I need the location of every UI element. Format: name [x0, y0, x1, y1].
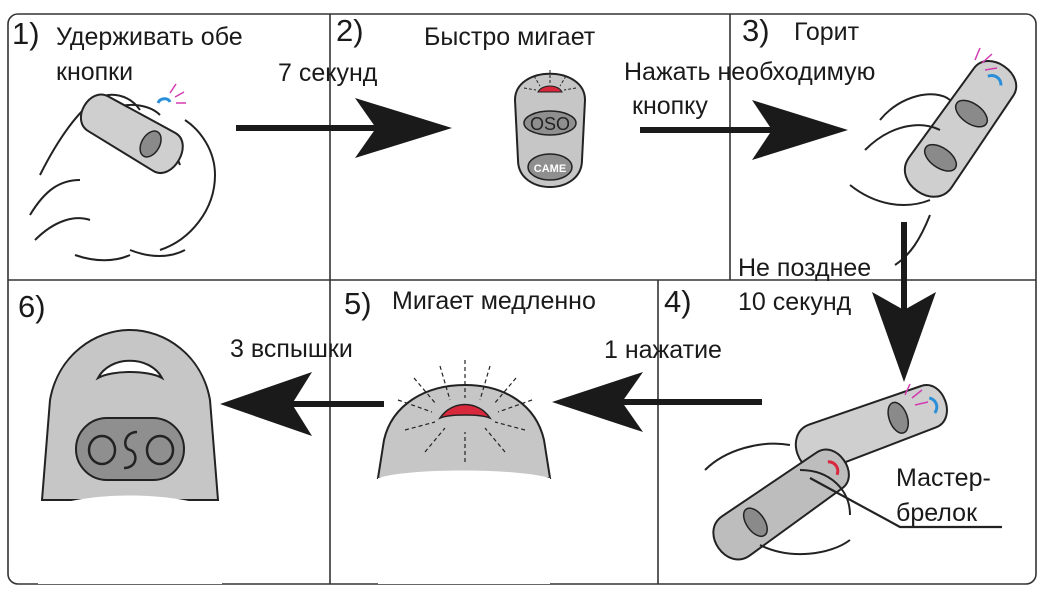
master-remote-label-line2: брелок	[896, 499, 978, 527]
step-2-number: 2)	[336, 13, 364, 48]
transition-deadline-line2: 10 секунд	[738, 288, 852, 316]
step-5-text: Мигает медленно	[392, 287, 596, 315]
transition-three-flashes: 3 вспышки	[230, 335, 353, 363]
remote-brand-label: CAME	[534, 163, 566, 175]
arrow-step3-to-step4	[872, 222, 936, 382]
transition-press-button-line2: кнопку	[632, 92, 708, 120]
arrow-step5-to-step6	[220, 372, 384, 436]
transition-deadline-line1: Не позднее	[738, 254, 872, 282]
step-5-number: 5)	[344, 286, 372, 321]
master-remote-illustration	[704, 383, 1002, 561]
remote-fast-blink-illustration: OSO CAME	[513, 70, 587, 188]
transition-press-button-line1: Нажать необходимую	[624, 58, 876, 86]
arrow-step2-to-step3	[640, 100, 848, 160]
step-2-text: Быстро мигает	[424, 23, 596, 51]
arrow-step4-to-step5	[552, 372, 762, 432]
press-button-illustration	[849, 47, 1017, 266]
hand-holding-remote-illustration	[29, 83, 217, 262]
transition-7-seconds: 7 секунд	[278, 59, 378, 87]
arrow-step1-to-step2	[236, 98, 452, 158]
step-1-text-line1: Удерживать обе	[56, 23, 243, 51]
transition-one-press: 1 нажатие	[604, 336, 722, 364]
step-1-number: 1)	[12, 16, 40, 51]
step-4-number: 4)	[664, 284, 692, 319]
master-remote-label-line1: Мастер-	[896, 464, 991, 492]
remote-top-logo-illustration	[38, 328, 222, 584]
step-1-text-line2: кнопки	[56, 58, 134, 86]
remote-top-slow-blink-illustration	[376, 360, 552, 584]
step-6-number: 6)	[18, 289, 46, 324]
remote-logo-label: OSO	[530, 114, 570, 134]
step-3-number: 3)	[742, 13, 770, 48]
step-3-text: Горит	[794, 18, 860, 46]
